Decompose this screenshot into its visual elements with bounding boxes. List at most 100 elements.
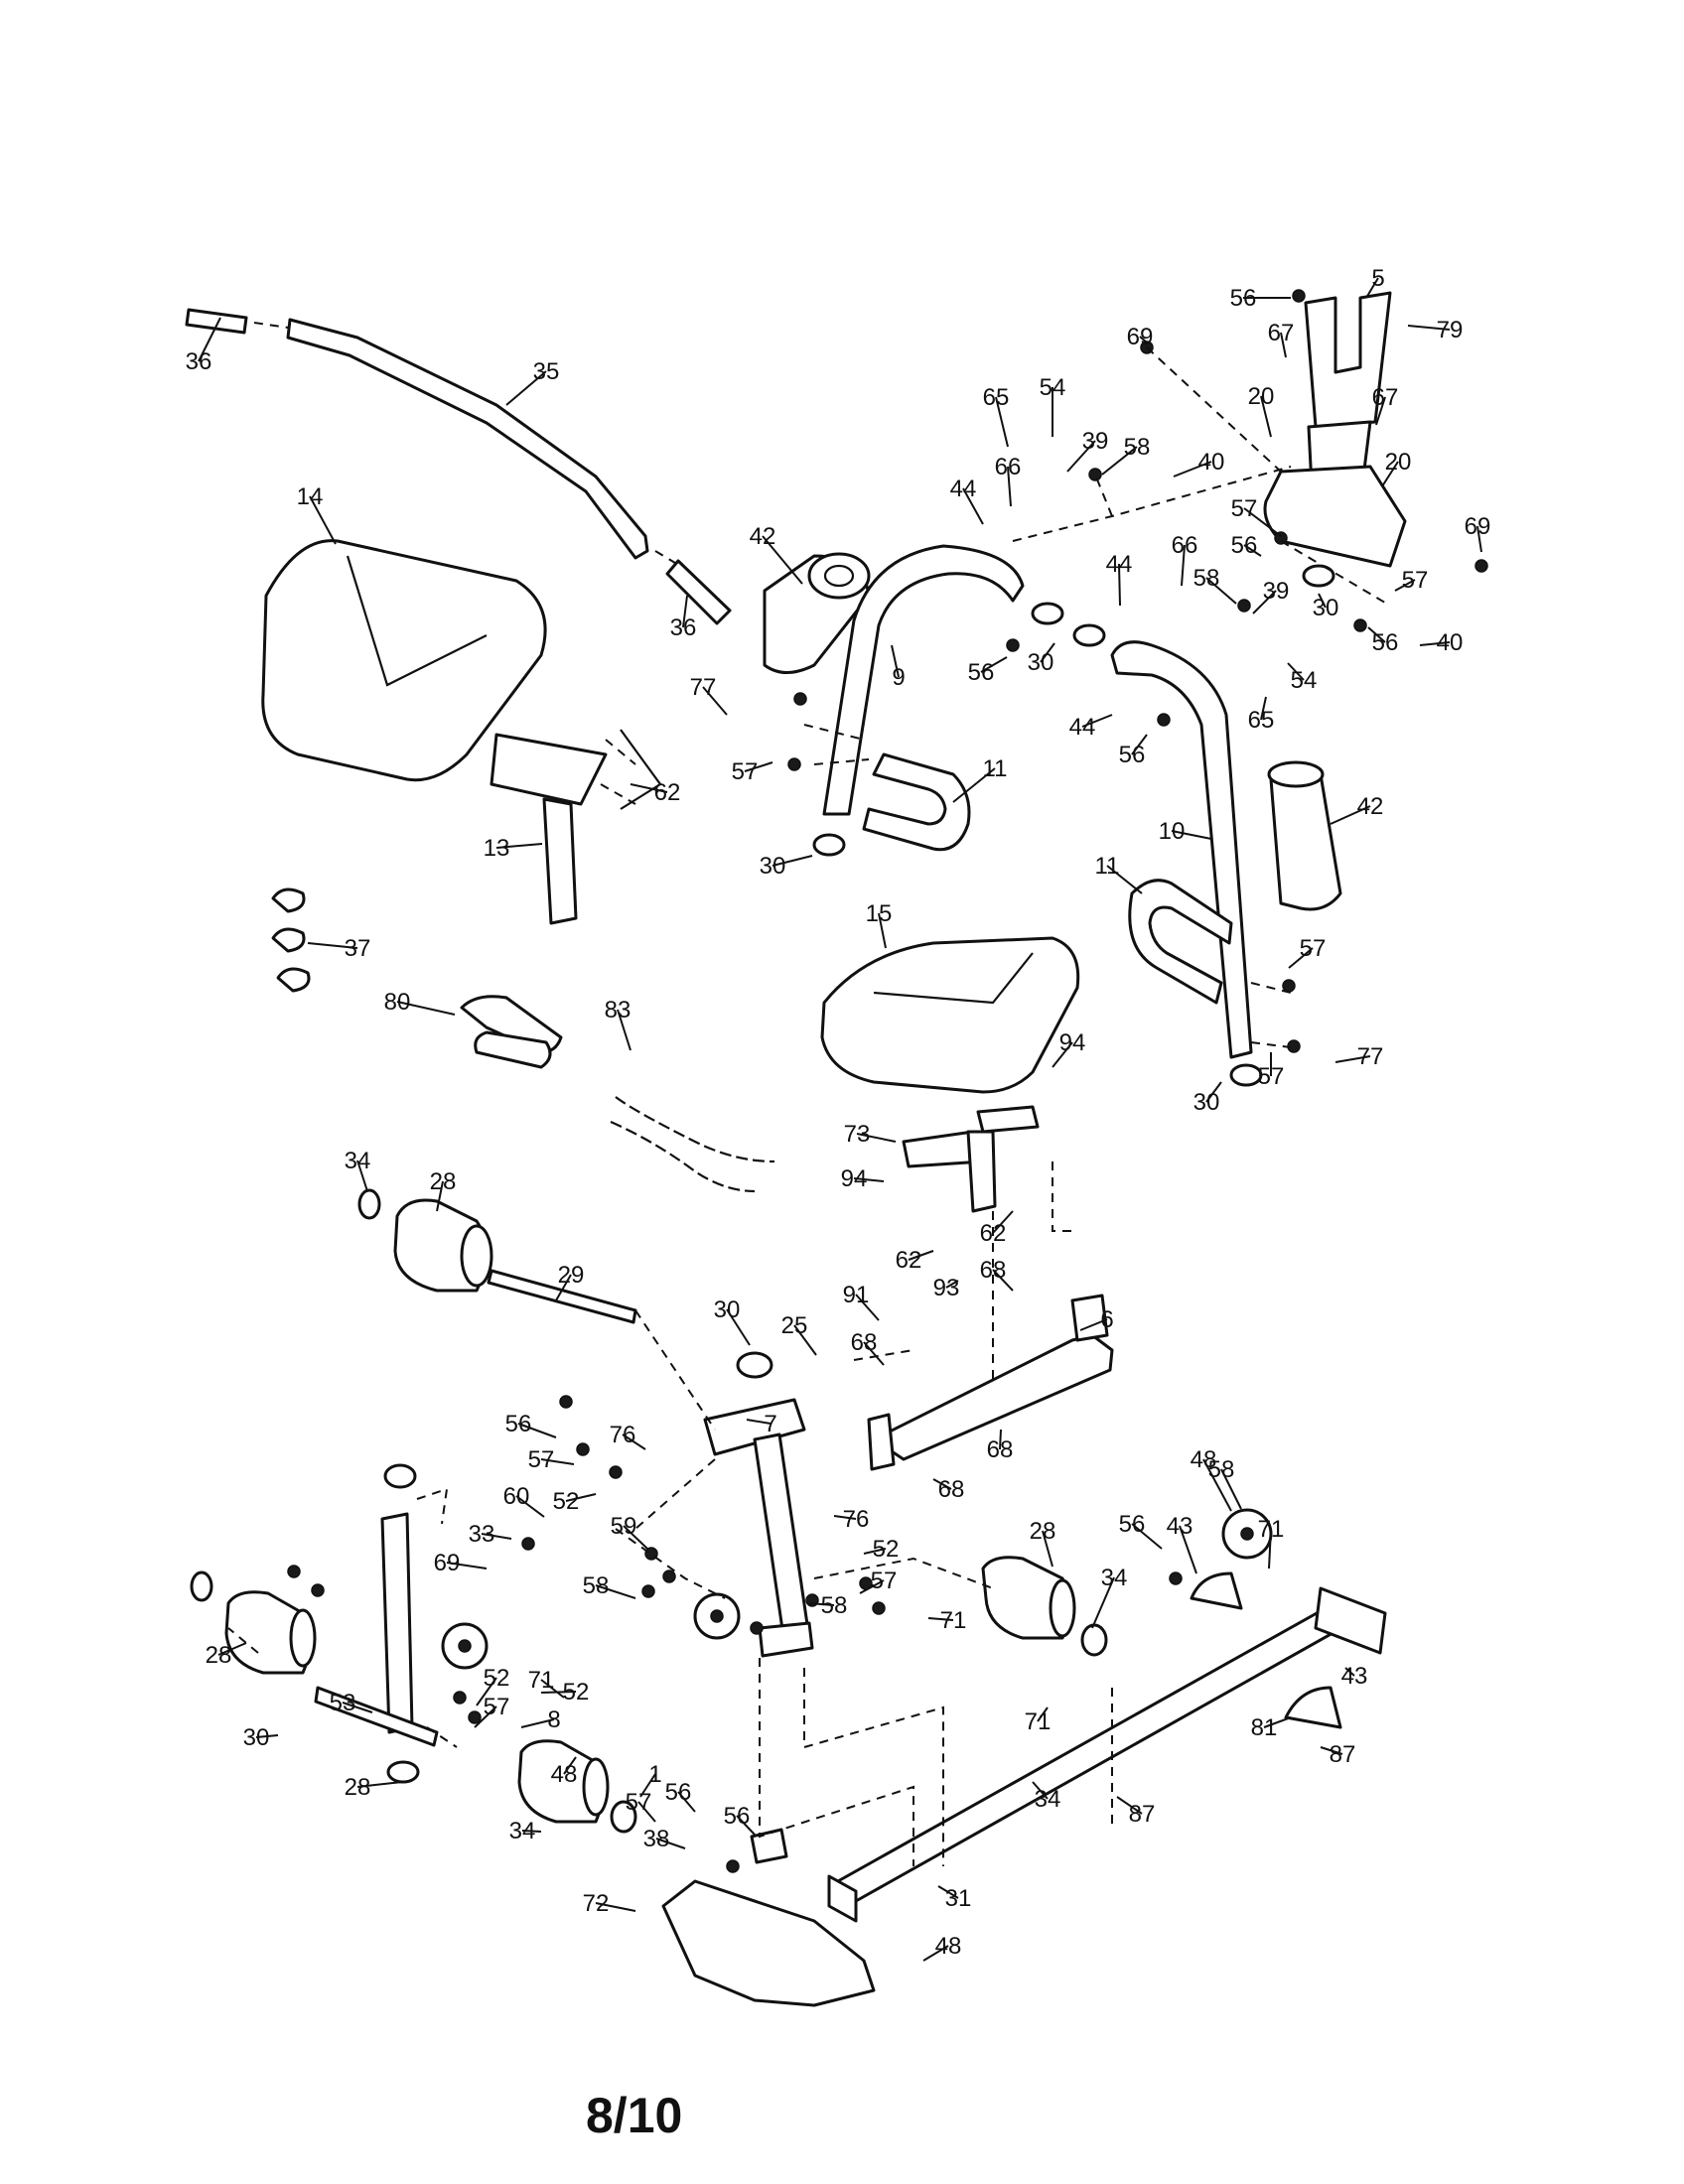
callout-leader	[762, 535, 803, 585]
callout-label: 34	[509, 1818, 536, 1844]
callout-label: 68	[851, 1329, 878, 1356]
callout-leader	[1181, 544, 1186, 587]
end-cap-31	[750, 1828, 788, 1864]
callout-label: 48	[551, 1761, 578, 1788]
callout-label: 94	[1059, 1029, 1086, 1056]
callout-label: 60	[503, 1483, 530, 1510]
washer-34-top	[357, 1188, 381, 1220]
washer-34-bottom	[610, 1800, 637, 1834]
callout-leader	[1344, 1667, 1355, 1677]
callout-label: 56	[1230, 285, 1257, 312]
callout-label: 11	[1095, 853, 1120, 880]
cap-30	[736, 1351, 773, 1379]
callout-label: 73	[844, 1121, 871, 1148]
callout-label: 13	[484, 835, 510, 862]
callout-label: 33	[469, 1521, 495, 1548]
callout-label: 30	[243, 1724, 270, 1751]
callout-leader	[1367, 626, 1386, 643]
callout-leader	[521, 1830, 542, 1833]
callout-label: 42	[750, 523, 776, 550]
callout-label: 72	[583, 1890, 610, 1917]
callout-leader	[1407, 325, 1451, 331]
washer-34-right	[1080, 1623, 1108, 1657]
callout-label: 36	[670, 614, 697, 641]
callout-label: 57	[528, 1446, 555, 1473]
callout-leader	[1260, 696, 1267, 721]
callout-label: 56	[1372, 629, 1399, 656]
front-axle	[314, 1686, 439, 1747]
callout-leader	[1139, 336, 1148, 343]
callout-label: 67	[1268, 320, 1295, 346]
page-number: 8/10	[586, 2088, 682, 2143]
callout-leader	[505, 370, 547, 406]
callout-label: 68	[938, 1476, 965, 1503]
rail-front	[867, 1413, 896, 1471]
clip-1	[271, 887, 306, 913]
callout-label: 65	[1248, 707, 1275, 734]
roller-rod	[487, 1269, 637, 1324]
callout-leader	[1375, 396, 1386, 426]
callout-leader	[1037, 1706, 1049, 1722]
callout-label: 28	[430, 1168, 457, 1195]
callout-label: 56	[665, 1779, 692, 1806]
callout-leader	[1007, 466, 1012, 507]
clip-3	[276, 967, 311, 993]
callout-label: 77	[690, 674, 717, 701]
callout-label: 39	[1082, 428, 1109, 455]
foot-plate	[661, 1879, 876, 2007]
callout-leader	[1287, 662, 1305, 681]
base-end-bracket	[1314, 1586, 1387, 1655]
cap-30-f	[386, 1760, 420, 1784]
callout-leader	[891, 644, 900, 678]
callout-leader	[396, 1001, 456, 1016]
callout-leader	[1091, 1576, 1115, 1629]
callout-leader	[677, 1791, 696, 1813]
hardware-points	[287, 289, 1488, 1873]
callout-leader	[808, 1602, 835, 1606]
callout-leader	[980, 656, 1008, 673]
callout-label: 48	[935, 1933, 962, 1960]
callout-leader	[623, 1525, 648, 1550]
callout-label: 28	[1030, 1518, 1056, 1545]
callout-label: 57	[1300, 935, 1327, 962]
front-upright	[380, 1512, 414, 1734]
callout-leader	[937, 1885, 959, 1899]
callout-label: 56	[968, 659, 995, 686]
callout-label: 58	[1124, 434, 1151, 461]
callout-leader	[736, 1815, 756, 1836]
callout-label: 9	[892, 664, 905, 691]
callout-leader	[726, 1308, 751, 1346]
callout-label: 69	[1127, 324, 1154, 350]
callout-label: 71	[1025, 1708, 1052, 1735]
callout-label: 57	[1258, 1063, 1285, 1090]
callout-leader	[1081, 714, 1113, 728]
callout-label: 76	[610, 1422, 636, 1448]
main-post	[753, 1433, 811, 1645]
callout-leader	[1318, 593, 1327, 609]
handle-bar	[286, 318, 649, 560]
callout-label: 59	[611, 1513, 637, 1540]
callout-leader	[1268, 1528, 1272, 1570]
callout-leader	[995, 396, 1009, 448]
callout-leader	[630, 783, 668, 793]
callout-label: 44	[1069, 714, 1096, 741]
callout-label: 30	[1313, 595, 1339, 621]
callout-leader	[1381, 461, 1399, 487]
callout-label: 20	[1248, 383, 1275, 410]
callout-label: 34	[1035, 1786, 1061, 1813]
callout-leader	[1263, 1716, 1292, 1728]
callout-leader	[1173, 461, 1212, 478]
callout-leader	[639, 1773, 656, 1798]
seat-pad	[820, 936, 1080, 1094]
callout-label: 29	[558, 1262, 585, 1289]
callout-leader	[1066, 440, 1096, 473]
seat-rail	[872, 1333, 1114, 1461]
callout-leader	[1042, 1530, 1053, 1568]
pad-post	[542, 797, 578, 925]
foam-roller-right	[1269, 768, 1342, 911]
mount-plate	[1263, 465, 1407, 568]
callout-leader	[356, 1160, 368, 1192]
callout-leader	[992, 1210, 1014, 1234]
callout-leader	[999, 1429, 1002, 1450]
